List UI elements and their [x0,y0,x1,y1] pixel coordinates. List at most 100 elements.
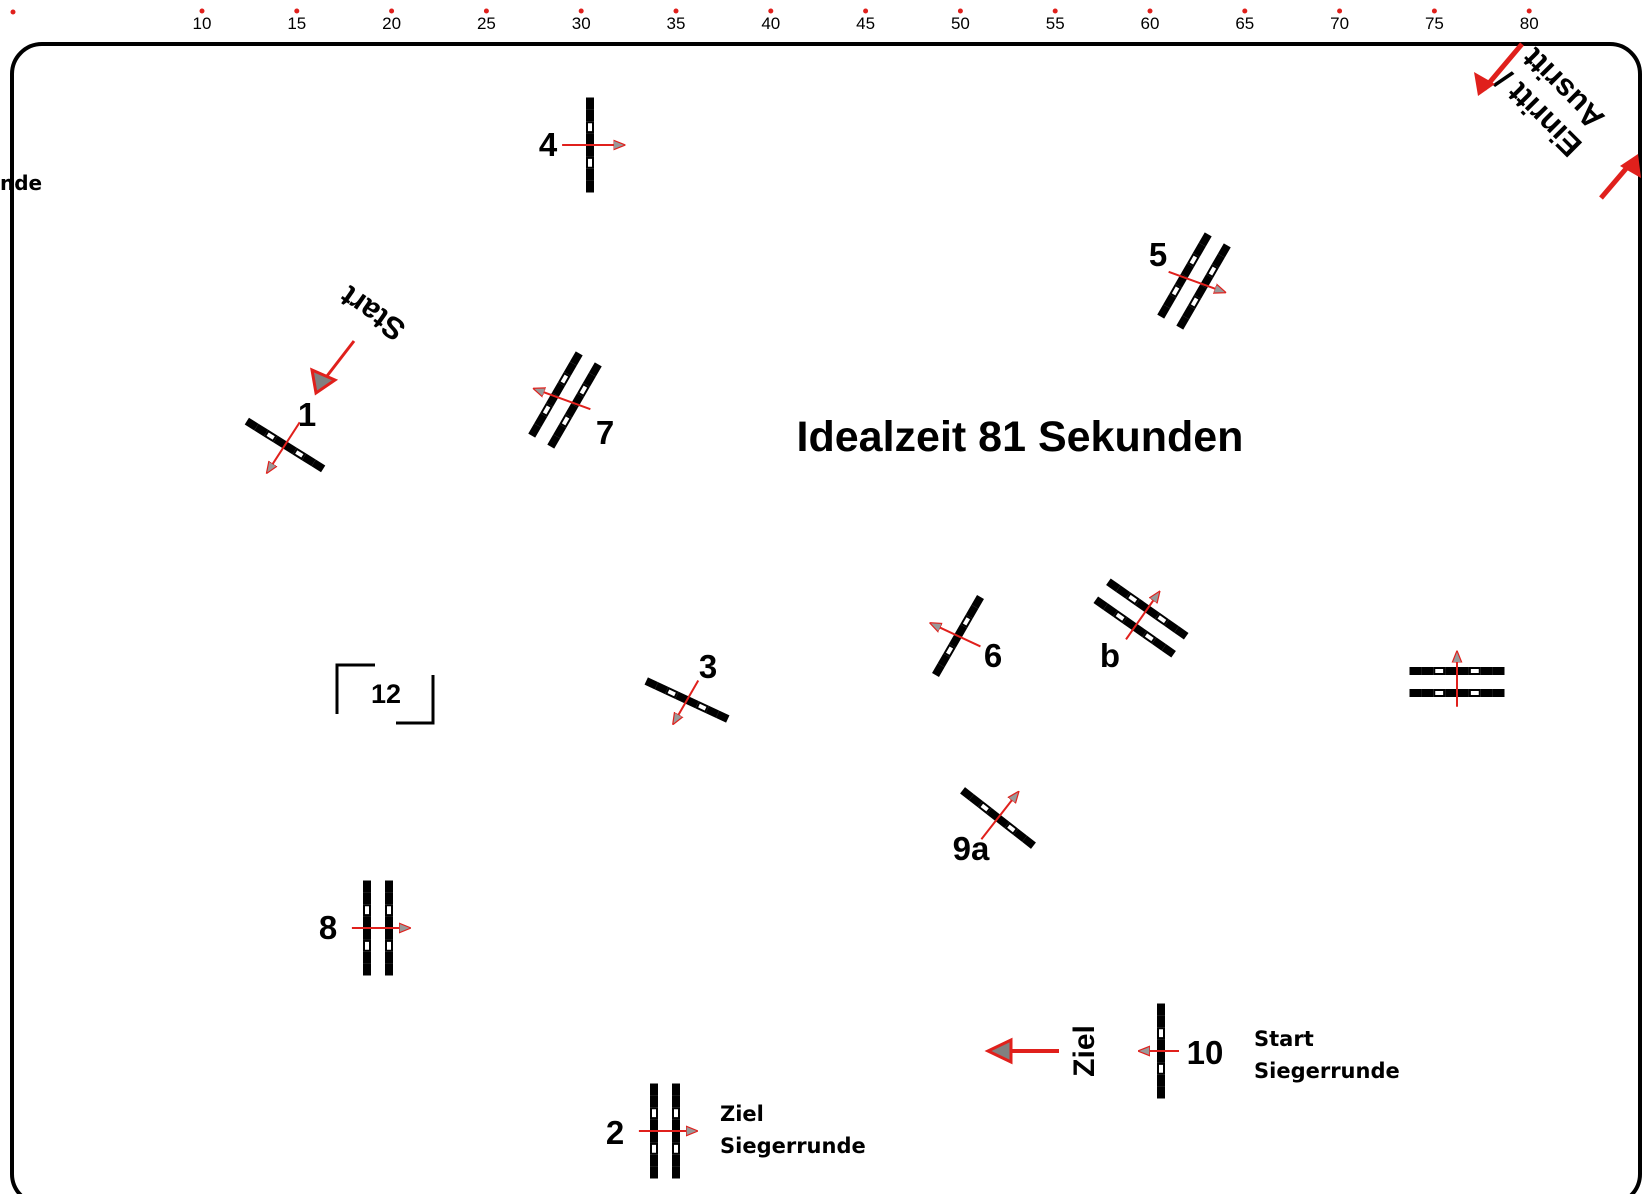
ruler-tick-dot [199,8,205,14]
rail-stripe [295,450,304,458]
rail-segment [937,653,951,668]
direction-arrow [673,680,700,724]
entry-exit-marker: Einritt / Ausritt [1474,41,1641,200]
rail-segment [995,814,1010,829]
rail-stripe [1171,286,1180,296]
rail-stripe [1189,255,1198,265]
rail-stripe [962,617,970,626]
direction-arrow [267,421,301,472]
direction-arrow [1168,270,1225,293]
rail-segment [534,413,548,428]
rail-segment [1132,623,1147,638]
ruler-tick-label: 70 [1330,14,1349,33]
obstacle-label-10: 10 [1187,1034,1224,1071]
obstacle-9a [960,787,1036,849]
start-arrow-shaft [325,340,356,377]
obstacle-3 [644,677,730,724]
obstacle-7 [528,351,602,449]
obstacle-label-6: 6 [984,637,1002,674]
rail-segment [528,423,542,438]
ruler-tick-label: 40 [761,14,780,33]
rail-segment [675,691,689,704]
obstacle-10 [1139,1003,1179,1099]
rail-segment [244,417,259,431]
edge-text: nde [0,171,42,195]
ruler-tick-dot [389,8,395,14]
rail-stripe [946,646,954,655]
obstacle-label-b: b [1100,637,1120,674]
finish-arrow-head [984,1037,1013,1065]
course-title: Idealzeit 81 Sekunden [797,413,1244,461]
rail-segment [1145,605,1160,620]
rail-segment [1103,603,1118,617]
rail-segment [705,705,720,718]
obstacle-8 [351,880,410,976]
rail-segment [1115,585,1131,599]
rail-stripe [560,374,569,384]
ruler-tick-label: 35 [667,14,686,33]
direction-arrow [534,389,591,411]
ziel-siegerrunde-line2: Siegerrunde [720,1134,866,1158]
rail-segment [685,696,699,709]
ruler-tick-dot [863,8,869,14]
obstacle-label-3: 3 [699,648,717,685]
rail-segment [1093,596,1108,610]
rail-stripe [1208,266,1217,276]
obstacle-label-9a: 9a [953,830,990,867]
ruler-tick-dot [1242,8,1248,14]
ziel-siegerrunde-line1: Ziel [720,1102,764,1126]
start-label: Start [334,279,412,348]
rail-segment [971,595,984,609]
rail-segment [948,634,962,648]
obstacle-1 [244,417,326,473]
rail-segment [1198,232,1212,247]
ruler-tick-label: 50 [951,14,970,33]
rail-segment [954,624,968,638]
obstacle-label-12: 12 [371,679,401,709]
obstacle-4 [562,97,624,193]
ruler-tick-dot [483,8,489,14]
rail-segment [311,459,326,473]
rail-segment [1106,578,1121,592]
rail-stripe [1115,612,1125,621]
rail-segment [569,351,583,366]
rail-segment [553,424,567,439]
ruler-tick-label: 15 [287,14,306,33]
obstacle-label-8: 8 [319,909,337,946]
obstacle-label-7: 7 [596,414,614,451]
rail-segment [1157,304,1171,319]
rail-segment [715,710,730,723]
ruler-tick-label: 30 [572,14,591,33]
obstacle-5 [1157,232,1231,330]
finish-label: Ziel [1068,1025,1101,1077]
ruler-tick-label: 25 [477,14,496,33]
rail-stripe [1007,824,1016,833]
rail-stripe [579,385,588,395]
ruler-tick-dot [1431,8,1437,14]
ruler-tick-label: 55 [1046,14,1065,33]
rail-segment [282,441,297,455]
obstacle-label-1: 1 [298,396,316,433]
direction-arrow [1125,592,1159,640]
start-siegerrunde-line1: Start [1254,1027,1314,1051]
rail-segment [588,362,602,377]
obstacle-label-2: 2 [606,1114,624,1151]
rail-stripe [1190,297,1199,307]
obstacle-x [1409,652,1505,707]
rail-segment [1211,253,1225,268]
ruler-tick-label: 20 [382,14,401,33]
rail-segment [960,787,974,801]
ruler-tick-dot [768,8,774,14]
rail-segment [552,382,565,397]
ruler-tick-dot [294,8,300,14]
obstacle-2 [638,1083,697,1179]
ruler-tick-label: 65 [1235,14,1254,33]
exit-arrow-head [1620,154,1641,178]
ruler-tick-dot [1052,8,1058,14]
rail-segment [1217,243,1231,258]
rail-stripe [266,432,275,440]
obstacles [244,97,1505,1179]
arena-border [10,42,1642,1194]
rail-segment [1022,835,1036,849]
